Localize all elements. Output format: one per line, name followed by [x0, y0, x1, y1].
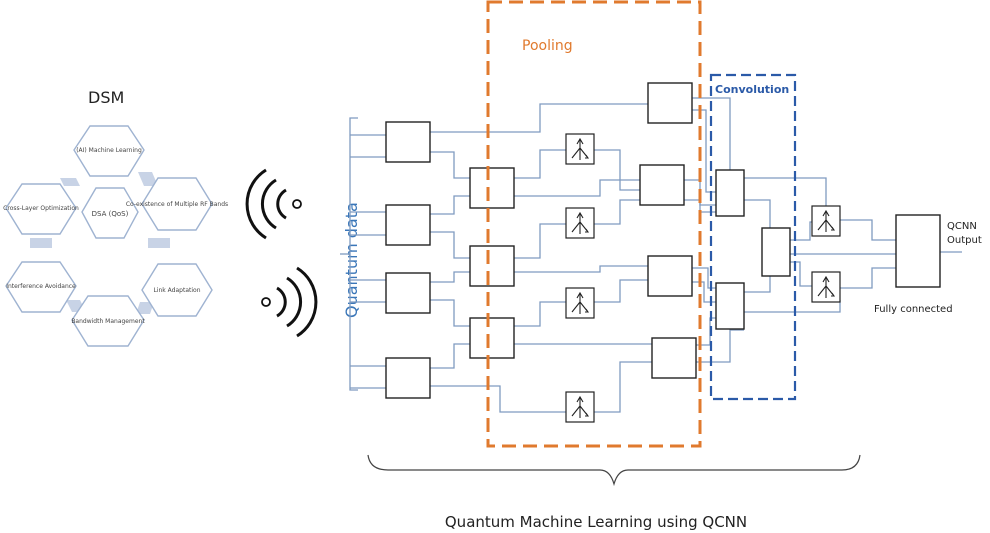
gate-box	[651, 337, 697, 379]
convolution-region	[709, 73, 797, 401]
hex-top-left-label: Cross-Layer Optimization	[3, 205, 79, 212]
gate-box	[469, 167, 515, 209]
hex-connector	[148, 238, 170, 248]
measurement-icon	[811, 271, 841, 303]
hex-connector	[30, 238, 52, 248]
fully-connected-label: Fully connected	[874, 304, 953, 315]
conv-gate-box	[715, 282, 745, 330]
quantum-gates	[385, 82, 941, 399]
wireless-signal-icon	[245, 168, 302, 240]
figure-caption: Quantum Machine Learning using QCNN	[445, 513, 747, 531]
conv-gate-box	[715, 169, 745, 217]
pooling-region	[486, 0, 702, 448]
gate-box	[469, 245, 515, 287]
quantum-data-label: Quantum data	[342, 202, 361, 318]
hex-connector	[60, 178, 80, 186]
measurement-icon	[565, 133, 595, 165]
hex-bottom-label: Bandwidth Management	[71, 318, 145, 325]
hex-bottom-left	[5, 261, 77, 313]
hex-bottom	[71, 295, 145, 347]
gate-box	[639, 164, 685, 206]
bottom-brace	[367, 454, 861, 487]
fully-connected-box	[895, 214, 941, 288]
hex-bottom-right-label: Link Adaptation	[153, 287, 200, 294]
qcnn-output-label-line1: QCNN	[947, 221, 977, 232]
hex-top-left	[5, 183, 77, 235]
measurement-icon	[565, 207, 595, 239]
circuit-wires	[350, 97, 962, 413]
gate-box	[385, 204, 431, 246]
wireless-signal-icon	[261, 266, 318, 338]
hex-top-label: (AI) Machine Learning	[76, 147, 142, 154]
hex-center-label: DSA (QoS)	[92, 210, 129, 218]
gate-box	[469, 317, 515, 359]
dsm-title: DSM	[88, 88, 124, 107]
gate-box	[647, 255, 693, 297]
hex-connector	[136, 302, 154, 314]
hex-top-right	[141, 177, 213, 231]
hex-top	[73, 125, 145, 177]
dsm-panel: DSM DSA (QoS) (AI) Machine Learning Co-e…	[3, 88, 228, 347]
measurement-gates	[565, 133, 841, 423]
hex-connector	[138, 172, 158, 186]
conv-gate-box	[761, 227, 791, 277]
hex-bottom-right	[141, 263, 213, 317]
gate-box	[385, 357, 431, 399]
gate-box	[647, 82, 693, 124]
measurement-icon	[565, 391, 595, 423]
hex-center	[81, 187, 139, 239]
pooling-label: Pooling	[522, 38, 573, 54]
gate-box	[385, 121, 431, 163]
hex-top-right-label: Co-existence of Multiple RF Bands	[126, 201, 228, 208]
qcnn-output-label-line2: Output	[947, 235, 982, 246]
gate-box	[385, 272, 431, 314]
measurement-icon	[811, 205, 841, 237]
measurement-icon	[565, 287, 595, 319]
convolution-label: Convolution	[715, 83, 789, 96]
hex-bottom-left-label: Interference Avoidance	[6, 283, 76, 290]
